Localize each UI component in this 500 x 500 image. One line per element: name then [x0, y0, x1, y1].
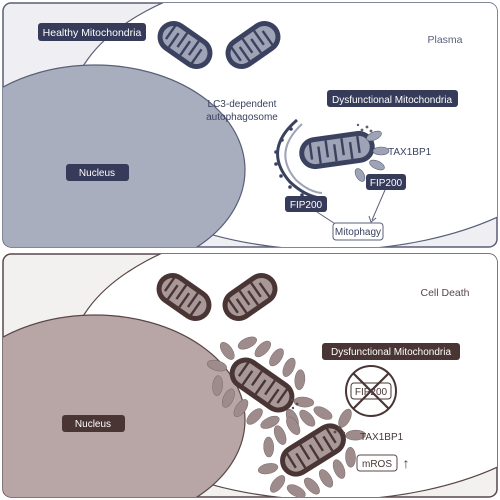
top-panel: Healthy Mitochondria Plasma Dysfunctiona…: [2, 2, 498, 248]
top-nucleus-label-box: [66, 164, 129, 181]
tax1bp1-receptors: [354, 130, 390, 182]
dysfunctional-mitochondrion-bottom-1: [206, 336, 314, 429]
mitophagy-label: Mitophagy: [335, 227, 381, 238]
healthy-label-box: [38, 23, 146, 41]
bottom-dysfunctional-label: Dysfunctional Mitochondria: [331, 347, 451, 358]
tax1bp1-label-bottom: TAX1BP1: [360, 432, 404, 443]
increase-arrow-icon: ↑: [403, 455, 410, 471]
dysfunctional-label: Dysfunctional Mitochondria: [332, 95, 452, 106]
ubiquitin-dots-bottom: [290, 398, 346, 435]
top-nucleus-label: Nucleus: [79, 168, 115, 179]
healthy-label: Healthy Mitochondria: [43, 27, 142, 39]
mros-label: mROS: [362, 459, 392, 470]
mitophagy-box: [332, 222, 384, 241]
autophagosome-label-line2: autophagosome: [206, 112, 278, 123]
healthy-mitochondrion-1: [157, 20, 213, 70]
ubiquitin-dots-top: [356, 123, 373, 133]
plasma-label: Plasma: [427, 34, 462, 46]
dysfunctional-mitochondrion-bottom-2: [257, 406, 366, 498]
healthy-mitochondrion-2: [225, 20, 281, 70]
fip200-left-label: FIP200: [290, 200, 323, 211]
autophagosome-label-line1: LC3-dependent: [208, 99, 277, 110]
bottom-mitochondrion-2: [222, 272, 278, 322]
fip200-left-box: [285, 196, 327, 212]
bottom-nucleus-label-box: [62, 415, 125, 432]
fip200-blocked-symbol: FIP200: [345, 365, 397, 417]
dysfunctional-mitochondrion-top: [299, 130, 375, 170]
bottom-mitochondrion-1: [156, 272, 212, 322]
tax1bp1-label-top: TAX1BP1: [388, 147, 432, 158]
fip200-right-label: FIP200: [370, 178, 403, 189]
bottom-nucleus-label: Nucleus: [75, 419, 111, 430]
fip200-right-box: [366, 174, 406, 190]
dysfunctional-label-box: [327, 90, 458, 107]
autophagosome-membrane: [274, 118, 323, 200]
cell-death-label: Cell Death: [420, 287, 469, 299]
mros-box: [356, 454, 398, 472]
bottom-panel: Cell Death Dysfunctional Mitochondria: [2, 253, 498, 498]
bottom-dysfunctional-label-box: [322, 343, 460, 360]
